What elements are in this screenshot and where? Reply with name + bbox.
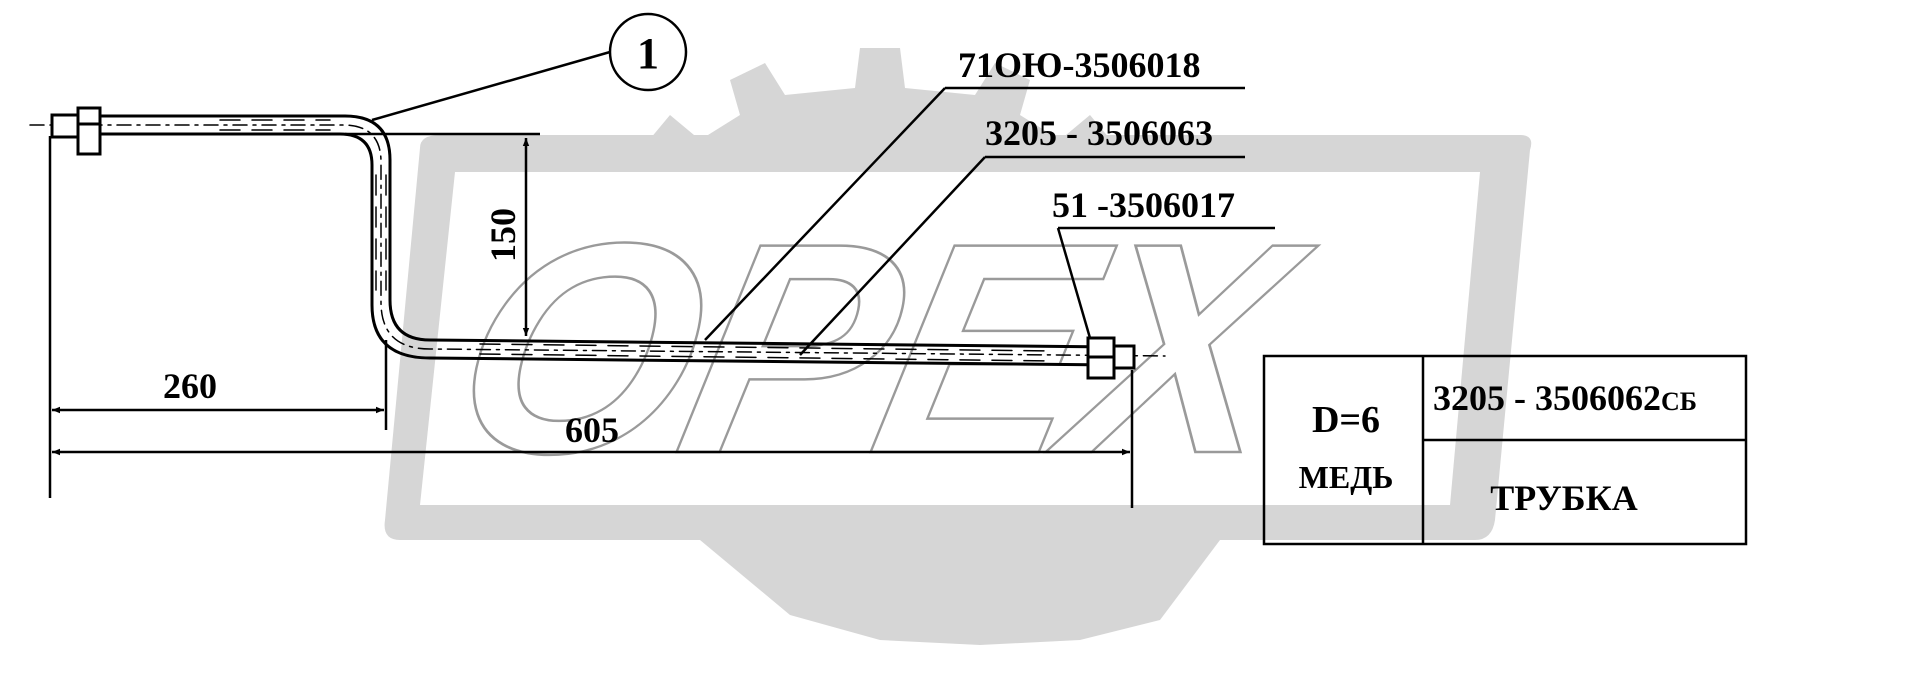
left-nut-end bbox=[50, 113, 80, 139]
right-nut-end bbox=[1112, 344, 1136, 370]
leader-callout-1 bbox=[371, 50, 611, 122]
callout-circle bbox=[608, 12, 688, 92]
material-value: МЕДЬ bbox=[1299, 459, 1394, 495]
label-nut-right: 51 -3506017 bbox=[1052, 185, 1235, 225]
right-nut bbox=[1086, 336, 1136, 380]
watermark-band-inner-icon bbox=[420, 172, 1480, 505]
callout-bubble: 1 bbox=[608, 12, 688, 92]
part-number: 3205 - 3506062СБ bbox=[1433, 378, 1697, 418]
title-block-frame bbox=[1262, 354, 1748, 546]
title-block: D=6 МЕДЬ 3205 - 3506062СБ ТРУБКА bbox=[1262, 354, 1748, 546]
dim-total-value: 605 bbox=[565, 410, 619, 450]
dim-first-run-value: 260 bbox=[163, 366, 217, 406]
tube-center-line bbox=[29, 124, 1166, 357]
leader-tube bbox=[799, 156, 986, 356]
callout-number: 1 bbox=[637, 29, 659, 78]
watermark-gear-lower-icon bbox=[700, 540, 1220, 645]
leader-nut-right bbox=[1056, 227, 1092, 339]
label-nut-left: 71ОЮ-3506018 bbox=[958, 45, 1201, 85]
diameter-value: D=6 bbox=[1312, 399, 1380, 441]
dimensions bbox=[48, 132, 1134, 508]
part-number-suffix: СБ bbox=[1661, 387, 1697, 416]
tube-outer-line bbox=[58, 114, 1117, 349]
left-nut bbox=[50, 106, 102, 156]
leader-nut-left bbox=[704, 87, 946, 341]
part-number-main: 3205 - 3506062 bbox=[1433, 378, 1661, 418]
leaders bbox=[371, 50, 1275, 356]
left-nut-body bbox=[76, 106, 102, 156]
dim-height-value: 150 bbox=[483, 208, 523, 262]
tube-drawing bbox=[29, 114, 1166, 367]
part-name: ТРУБКА bbox=[1490, 478, 1637, 518]
label-tube: 3205 - 3506063 bbox=[985, 113, 1213, 153]
tube-inner-line bbox=[58, 132, 1117, 367]
